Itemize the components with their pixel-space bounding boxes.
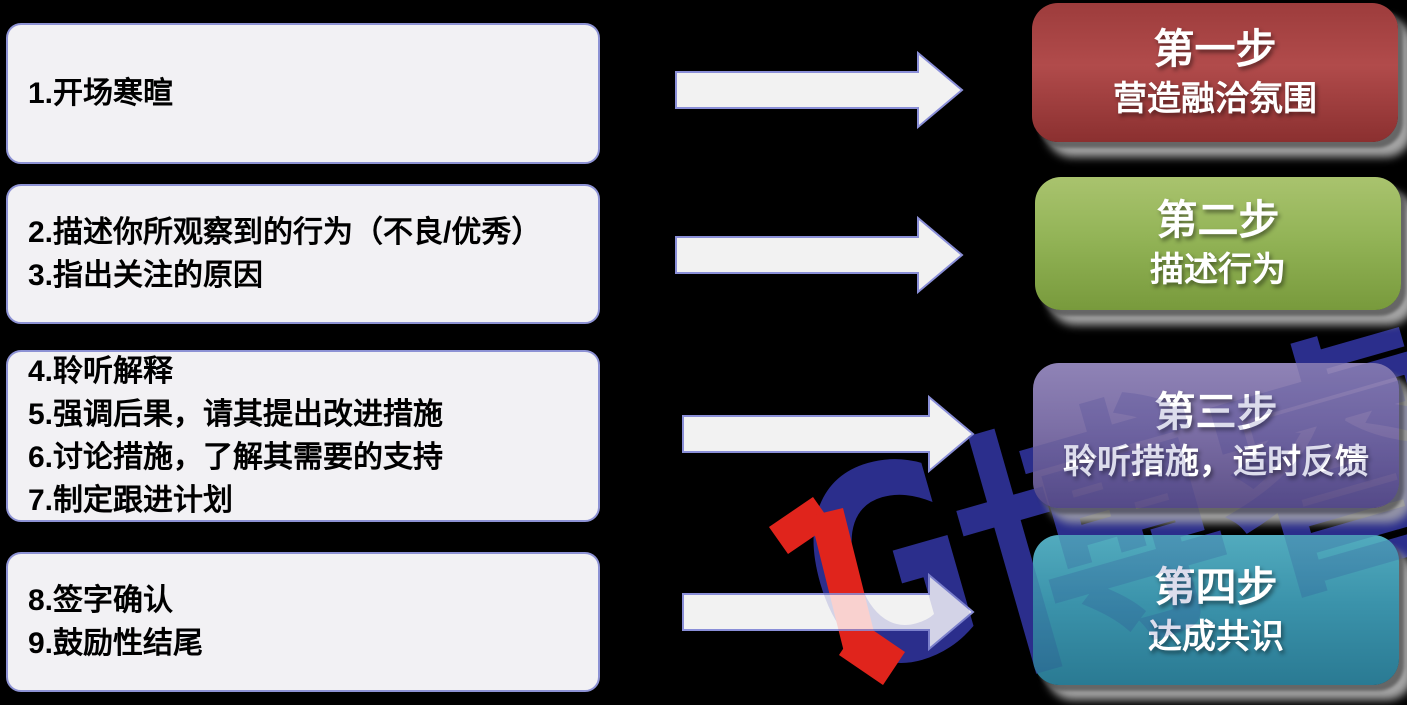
result-subtitle: 描述行为 (1150, 251, 1286, 289)
arrow-2 (675, 215, 964, 295)
result-subtitle: 聆听措施，适时反馈 (1063, 443, 1369, 481)
step-box-1: 1.开场寒暄 (6, 23, 600, 164)
arrow-1 (675, 50, 964, 130)
result-subtitle: 达成共识 (1148, 617, 1284, 656)
step-line: 6.讨论措施，了解其需要的支持 (28, 441, 444, 474)
arrow-3 (682, 394, 975, 474)
step-box-4: 8.签字确认 9.鼓励性结尾 (6, 552, 600, 692)
arrow-4 (682, 572, 975, 652)
result-box-4: 第四步 达成共识 (1033, 535, 1399, 685)
result-box-1: 第一步 营造融洽氛围 (1032, 3, 1398, 142)
step-line: 5.强调后果，请其提出改进措施 (28, 398, 444, 431)
result-title: 第二步 (1156, 197, 1280, 243)
step-line: 2.描述你所观察到的行为（不良/优秀） (28, 216, 542, 249)
watermark-red-bracket-faint (769, 497, 905, 685)
step-line: 7.制定跟进计划 (28, 484, 234, 517)
step-line: 4.聆听解释 (28, 355, 174, 388)
step-line: 3.指出关注的原因 (28, 259, 264, 292)
step-box-2: 2.描述你所观察到的行为（不良/优秀） 3.指出关注的原因 (6, 184, 600, 324)
watermark-cjk-text-faint: 博睿 (928, 291, 1407, 705)
result-box-2: 第二步 描述行为 (1035, 177, 1401, 310)
result-box-3: 第三步 聆听措施，适时反馈 (1033, 363, 1399, 508)
step-line: 8.签字确认 (28, 584, 174, 617)
result-title: 第四步 (1154, 563, 1278, 610)
result-title: 第一步 (1153, 26, 1277, 72)
step-box-3: 4.聆听解释 5.强调后果，请其提出改进措施 6.讨论措施，了解其需要的支持 7… (6, 350, 600, 522)
result-subtitle: 营造融洽氛围 (1113, 80, 1317, 118)
result-title: 第三步 (1154, 389, 1278, 435)
step-line: 9.鼓励性结尾 (28, 627, 204, 660)
step-line: 1.开场寒暄 (28, 77, 174, 110)
